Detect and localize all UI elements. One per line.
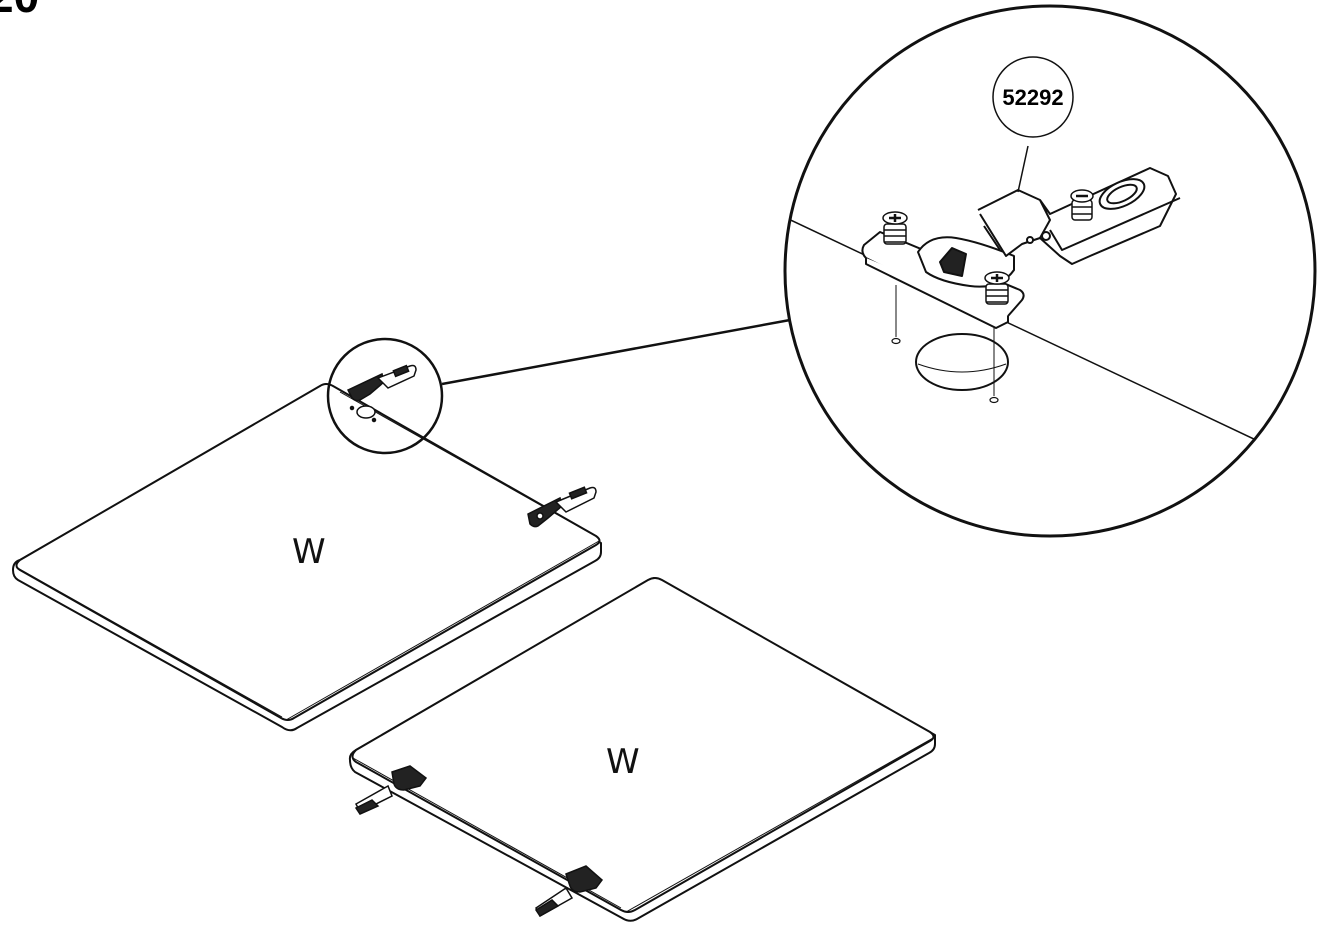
panel-label-upper: W <box>292 532 326 572</box>
panel-label-lower: W <box>606 742 640 782</box>
step-number: 20 <box>0 0 39 22</box>
part-number-bubble <box>992 56 1074 138</box>
pilot-hole-right <box>989 396 999 404</box>
screw-icon-left <box>882 211 908 245</box>
hinge-icon-lower-right <box>534 865 604 918</box>
hinge-icon-detail <box>861 167 1181 329</box>
hinge-icon-upper-right <box>527 486 597 528</box>
screw-icon-adjust <box>1070 189 1094 221</box>
hinge-icon-lower-left <box>354 765 428 815</box>
pilot-hole-left <box>891 337 901 345</box>
detail-connector-line <box>441 318 791 386</box>
detail-marker-circle <box>326 337 444 455</box>
hinge-detail-callout: 52292 <box>783 4 1317 538</box>
screw-icon-right <box>984 271 1010 305</box>
part-leader-line <box>1017 145 1029 193</box>
cup-hole <box>915 333 1009 391</box>
part-number: 52292 <box>1002 85 1063 110</box>
hinge-icon-upper-left <box>346 364 417 423</box>
